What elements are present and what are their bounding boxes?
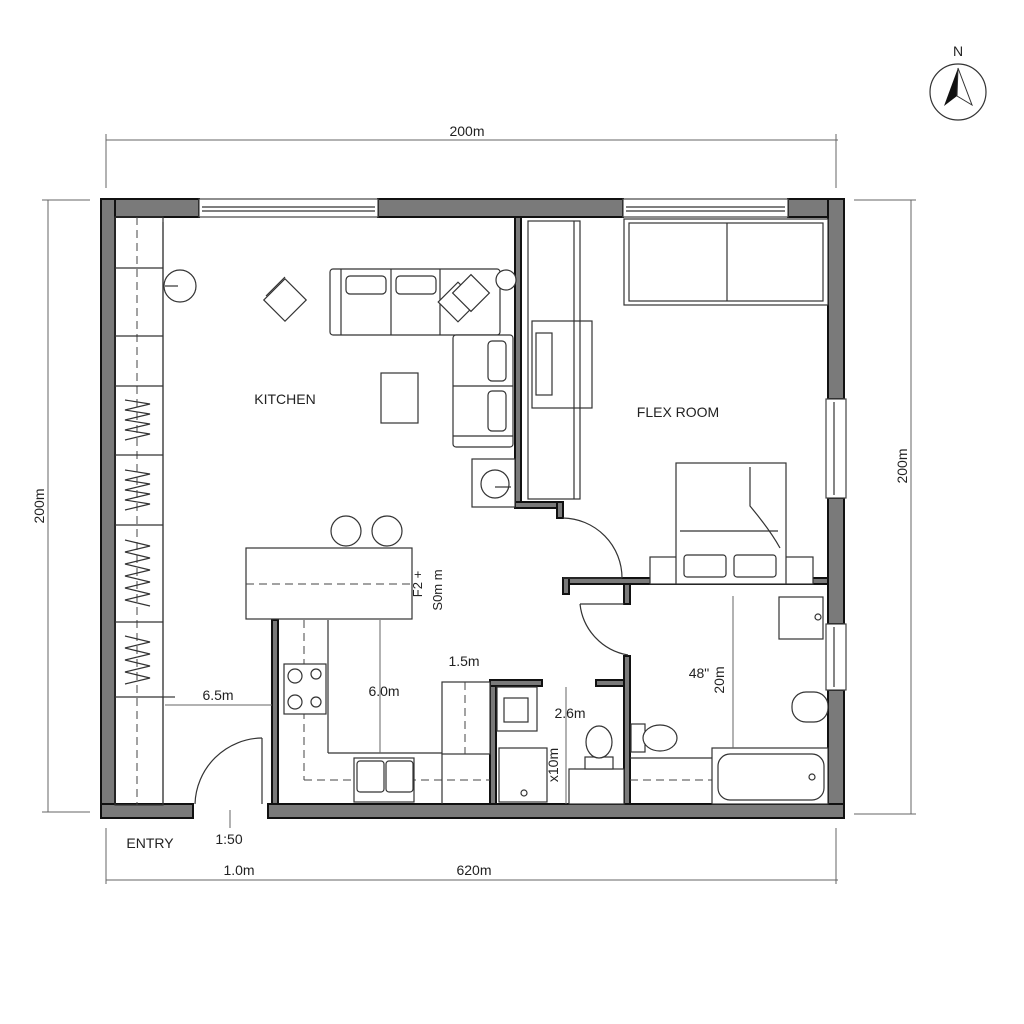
coffee-table	[380, 372, 419, 424]
bathroom-2: 20m 48"	[630, 596, 829, 805]
kitchen-depth-dimension: 6.0m	[368, 620, 400, 753]
windows	[198, 198, 847, 691]
bathroom-1: 2.6m x10m	[496, 686, 625, 805]
wardrobe-cabinets	[114, 216, 175, 806]
armchair-icon	[262, 276, 308, 323]
exterior-walls	[100, 198, 845, 819]
bed-icon	[649, 462, 814, 585]
floor-lamp-icon	[163, 269, 197, 303]
side-table-icon	[471, 458, 516, 508]
counter-width-label: 1.5m	[448, 653, 479, 669]
north-arrow-icon: N	[929, 43, 987, 121]
left-dimension: 200m	[31, 199, 90, 813]
compass-label: N	[953, 43, 963, 59]
bath1-width-label: 2.6m	[554, 705, 585, 721]
bottom-left-dimension-label: 1.0m	[223, 862, 254, 878]
kitchen-counters	[283, 620, 491, 804]
kitchen-label: KITCHEN	[254, 391, 315, 407]
scale-label: 1:50	[215, 831, 242, 847]
island-label-2: S0m m	[430, 569, 445, 610]
right-dimension: 200m	[854, 199, 916, 815]
bottom-dimension: 1.0m 620m 1:50	[105, 810, 838, 884]
sectional-sofa-icon	[329, 268, 517, 448]
entry-width-label: 6.5m	[202, 687, 233, 703]
entry-label: ENTRY	[126, 835, 174, 851]
hall-doors	[562, 517, 629, 656]
left-dimension-label: 200m	[31, 488, 47, 523]
kitchen-island: F2 + S0m m	[245, 515, 445, 620]
bath1-height-label: x10m	[545, 748, 561, 782]
bath2-width-label: 48"	[689, 665, 710, 681]
top-dimension-label: 200m	[449, 123, 484, 139]
right-dimension-label: 200m	[894, 448, 910, 483]
flex-room-label: FLEX ROOM	[637, 404, 719, 420]
entry-door: 6.5m	[165, 687, 272, 805]
island-label-1: F2 +	[410, 571, 425, 597]
kitchen-depth-label: 6.0m	[368, 683, 399, 699]
bath2-height-label: 20m	[711, 666, 727, 693]
bottom-total-dimension-label: 620m	[456, 862, 491, 878]
flex-room-furniture	[527, 218, 829, 500]
top-dimension: 200m	[105, 123, 838, 188]
